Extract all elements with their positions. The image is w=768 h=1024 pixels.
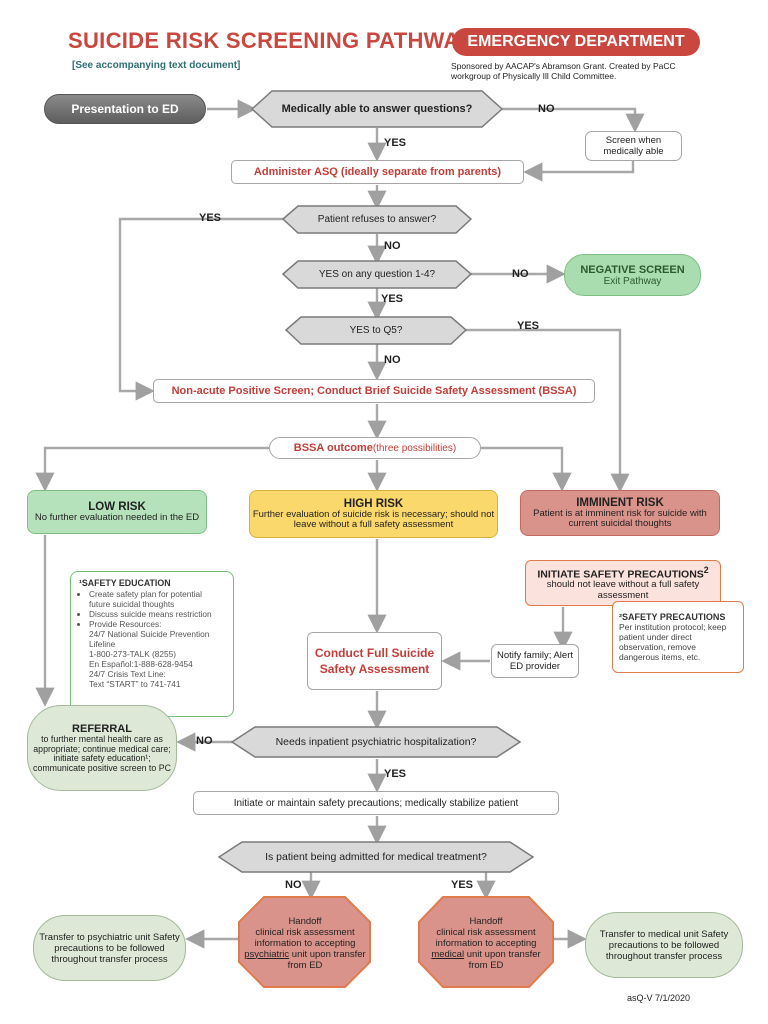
label-no: NO xyxy=(285,879,302,891)
label-yes: YES xyxy=(517,320,540,332)
resource-line: Text “START” to 741-741 xyxy=(89,679,181,689)
handoff-med-title: Handoff xyxy=(469,915,503,927)
referral: REFERRAL to further mental health care a… xyxy=(27,705,177,791)
transfer-psychiatric-unit: Transfer to psychiatric unit Safety prec… xyxy=(33,915,186,981)
label-yes: YES xyxy=(384,768,407,780)
safety-education-title: ¹SAFETY EDUCATION xyxy=(79,578,171,588)
resource-line: 24/7 National Suicide Prevention Lifelin… xyxy=(89,629,210,649)
decision-medically-able-text: Medically able to answer questions? xyxy=(281,103,473,115)
decision-q5-text: YES to Q5? xyxy=(349,325,403,336)
decision-admitted-medical xyxy=(217,841,535,873)
imminent-risk-text: Patient is at imminent risk for suicide … xyxy=(533,507,707,529)
low-risk: LOW RISK No further evaluation needed in… xyxy=(27,490,207,534)
safety-precautions-text: Per institution protocol; keep patient u… xyxy=(619,622,727,662)
safety-education-item: Provide Resources: xyxy=(89,619,225,629)
high-risk: HIGH RISK Further evaluation of suicide … xyxy=(249,490,498,538)
page-title: SUICIDE RISK SCREENING PATHWAY xyxy=(68,28,473,53)
imminent-risk: IMMINENT RISK Patient is at imminent ris… xyxy=(520,490,720,536)
decision-needs-inpatient-text: Needs inpatient psychiatric hospitalizat… xyxy=(275,736,477,748)
referral-text: to further mental health care as appropr… xyxy=(33,734,171,773)
handoff-med-unit: medical xyxy=(431,948,465,960)
label-no: NO xyxy=(512,268,529,280)
decision-any-q xyxy=(281,260,473,289)
label-no: NO xyxy=(196,735,213,747)
decision-admitted-medical-text: Is patient being admitted for medical tr… xyxy=(265,851,487,863)
handoff-med-octagon xyxy=(418,896,554,988)
decision-refuses-text: Patient refuses to answer? xyxy=(317,214,437,225)
transfer-medical-unit: Transfer to medical unit Safety precauti… xyxy=(585,912,743,978)
handoff-psych-title: Handoff xyxy=(288,915,322,927)
safety-precautions-note: ²SAFETY PRECAUTIONS Per institution prot… xyxy=(612,601,744,673)
high-risk-title: HIGH RISK xyxy=(343,497,404,510)
nonacute-positive-screen: Non-acute Positive Screen; Conduct Brief… xyxy=(153,379,595,403)
bssa-outcome: BSSA outcome(three possibilities) xyxy=(269,437,481,459)
text-document-link[interactable]: [See accompanying text document] xyxy=(72,60,241,71)
label-no: NO xyxy=(384,240,401,252)
resource-line: 1-800-273-TALK (8255) xyxy=(89,649,177,659)
label-yes: YES xyxy=(451,879,474,891)
handoff-psych-line: clinical risk assessment information to … xyxy=(254,926,356,949)
imminent-risk-title: IMMINENT RISK xyxy=(576,496,664,509)
initiate-footnote: 2 xyxy=(703,564,709,575)
decision-needs-inpatient xyxy=(230,726,522,758)
handoff-psych-text: Handoff clinical risk assessment informa… xyxy=(244,910,366,976)
label-no: NO xyxy=(538,103,555,115)
decision-any-q-text: YES on any question 1-4? xyxy=(318,269,436,280)
decision-q5 xyxy=(284,316,468,345)
handoff-psych-tail: unit upon transfer from ED xyxy=(287,948,366,971)
screen-when-medically-able: Screen when medically able xyxy=(585,131,682,161)
presentation-to-ed: Presentation to ED xyxy=(44,94,206,124)
notify-family: Notify family; Alert ED provider xyxy=(491,644,579,678)
referral-title: REFERRAL xyxy=(72,723,132,735)
safety-education-note: ¹SAFETY EDUCATION Create safety plan for… xyxy=(70,571,234,717)
department-badge: EMERGENCY DEPARTMENT xyxy=(452,28,700,56)
handoff-med-line: clinical risk assessment information to … xyxy=(435,926,537,949)
handoff-psych-octagon xyxy=(238,896,371,988)
handoff-med-tail: unit upon transfer from ED xyxy=(466,948,541,971)
decision-medically-able xyxy=(250,90,504,128)
safety-education-item: Create safety plan for potential future … xyxy=(89,589,225,609)
label-yes: YES xyxy=(384,137,407,149)
safety-precautions-title: ²SAFETY PRECAUTIONS xyxy=(619,612,726,622)
initiate-text: should not leave without a full safety a… xyxy=(546,579,700,601)
bssa-outcome-bold: BSSA outcome xyxy=(293,442,373,454)
decision-refuses xyxy=(281,205,473,234)
initiate-safety-precautions: INITIATE SAFETY PRECAUTIONS2 should not … xyxy=(525,560,721,606)
label-no: NO xyxy=(384,354,401,366)
low-risk-text: No further evaluation needed in the ED xyxy=(34,511,200,523)
safety-education-item: Discuss suicide means restriction xyxy=(89,609,225,619)
initiate-maintain-precautions: Initiate or maintain safety precautions;… xyxy=(193,791,559,815)
negative-screen-sub: Exit Pathway xyxy=(603,275,662,287)
label-yes: YES xyxy=(381,293,404,305)
resource-line: 24/7 Crisis Text Line: xyxy=(89,669,166,679)
label-yes: YES xyxy=(199,212,222,224)
high-risk-text: Further evaluation of suicide risk is ne… xyxy=(252,508,495,530)
handoff-psych-unit: psychiatric xyxy=(244,948,290,960)
resource-line: En Español:1-888-628-9454 xyxy=(89,659,193,669)
negative-screen-title: NEGATIVE SCREEN xyxy=(580,263,685,276)
conduct-full-assessment: Conduct Full Suicide Safety Assessment xyxy=(307,632,442,690)
administer-asq: Administer ASQ (ideally separate from pa… xyxy=(231,160,524,184)
handoff-med-text: Handoff clinical risk assessment informa… xyxy=(424,910,548,976)
bssa-outcome-rest: (three possibilities) xyxy=(372,443,457,454)
initiate-title: INITIATE SAFETY PRECAUTIONS xyxy=(537,568,704,581)
version-footer: asQ-V 7/1/2020 xyxy=(627,993,691,1003)
low-risk-title: LOW RISK xyxy=(88,500,146,513)
sponsor-note: Sponsored by AACAP's Abramson Grant. Cre… xyxy=(451,61,676,81)
negative-screen: NEGATIVE SCREEN Exit Pathway xyxy=(564,254,701,296)
